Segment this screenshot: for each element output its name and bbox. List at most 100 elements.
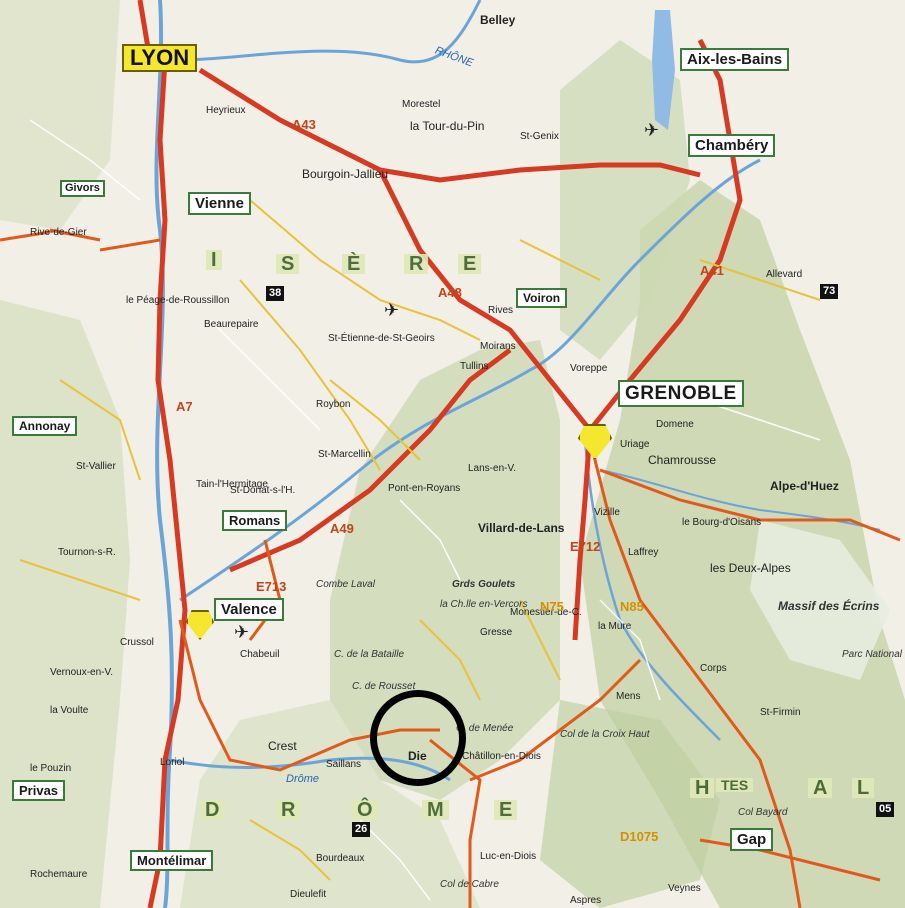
place-massif-ecrins: Massif des Écrins — [778, 599, 880, 613]
dept-letter-drome-5: E — [494, 800, 518, 820]
town-veynes: Veynes — [668, 883, 701, 894]
place-combe-laval: Combe Laval — [316, 579, 375, 590]
route-label-n75: N75 — [540, 599, 564, 614]
city-privas: Privas — [12, 780, 66, 801]
city-voiron: Voiron — [516, 288, 568, 308]
city-gap: Gap — [730, 828, 774, 851]
dept-letter-drome-3: Ô — [352, 800, 378, 820]
route-label-n85: N85 — [620, 599, 644, 614]
town-loriol: Loriol — [160, 757, 185, 768]
place-parc-national: Parc National — [842, 649, 903, 660]
river-rhone — [154, 0, 174, 908]
dept-letter-isere-3: È — [342, 254, 366, 274]
airport-icon: ✈ — [644, 120, 660, 140]
route-label-a49: A49 — [330, 521, 354, 536]
town-chatillon: Châtillon-en-Diois — [462, 751, 541, 762]
town-st-etienne-de-st-geoirs: St-Étienne-de-St-Geoirs — [328, 333, 435, 344]
town-la-voulte: la Voulte — [50, 705, 89, 716]
dept-letter-ha-2: TES — [716, 778, 754, 792]
town-gresse: Gresse — [480, 627, 513, 638]
town-st-vallier: St-Vallier — [76, 461, 116, 472]
town-st-marcellin: St-Marcellin — [318, 449, 371, 460]
town-la-mure: la Mure — [598, 621, 632, 632]
town-villard-de-lans: Villard-de-Lans — [478, 521, 565, 535]
dept-letter-isere-4: R — [404, 254, 429, 274]
dept-letter-drome-1: D — [200, 800, 225, 820]
town-voreppe: Voreppe — [570, 363, 608, 374]
city-valence: Valence — [214, 598, 284, 621]
dept-letter-isere-2: S — [276, 254, 300, 274]
river-rhone-upper — [179, 0, 482, 64]
airport-icon: ✈ — [234, 622, 250, 642]
airport-icon: ✈ — [384, 300, 400, 320]
dept-letter-isere-1: I — [206, 250, 222, 270]
relief-devoluy — [540, 700, 720, 908]
dept-letter-ha-1: H — [690, 778, 715, 798]
town-tullins: Tullins — [460, 361, 489, 372]
town-luc-en-diois: Luc-en-Diois — [480, 851, 537, 862]
town-rochemaure: Rochemaure — [30, 869, 88, 880]
town-corps: Corps — [700, 663, 727, 674]
town-uriage: Uriage — [620, 439, 650, 450]
river-label-drome: Drôme — [286, 773, 320, 785]
town-lans-en-vercors: Lans-en-V. — [468, 463, 516, 474]
town-crussol: Crussol — [120, 637, 154, 648]
town-monestier: Monestier-de-C. — [510, 607, 582, 618]
town-pont-en-royans: Pont-en-Royans — [388, 483, 461, 494]
town-laffrey: Laffrey — [628, 547, 659, 558]
town-vizille: Vizille — [594, 507, 620, 518]
motorway-a41 — [588, 38, 743, 432]
town-aspres: Aspres — [570, 895, 602, 906]
motorway-a43 — [198, 67, 701, 183]
town-tournon: Tournon-s-R. — [58, 547, 116, 558]
relief-lyon-west — [0, 0, 120, 230]
motorway-a7 — [147, 59, 188, 908]
town-st-genix: St-Genix — [520, 131, 559, 142]
town-givors: Givors — [60, 180, 105, 197]
town-belley: Belley — [480, 13, 516, 27]
dept-letter-ha-3: A — [808, 778, 833, 798]
river-isere — [179, 158, 761, 602]
place-la-chapelle-en-vercors: la Ch.lle en-Vercors — [440, 599, 528, 610]
motorway-a49 — [229, 348, 512, 573]
route-label-e713: E713 — [256, 579, 287, 594]
town-allevard: Allevard — [766, 269, 803, 280]
place-col-menee: C. de Menée — [456, 723, 514, 734]
town-roybon: Roybon — [316, 399, 351, 410]
relief-drome-south — [180, 700, 480, 908]
town-alpe-dhuez: Alpe-d'Huez — [770, 479, 839, 493]
relief-ardeche — [0, 300, 130, 908]
route-label-a7: A7 — [176, 399, 193, 414]
dept-number-hautes-alpes: 05 — [876, 802, 895, 817]
town-moirans: Moirans — [480, 341, 516, 352]
town-la-tour-du-pin: la Tour-du-Pin — [410, 119, 485, 133]
place-col-bataille: C. de la Bataille — [334, 649, 405, 660]
city-romans: Romans — [222, 510, 288, 531]
city-annonay: Annonay — [12, 416, 78, 436]
town-chamrousse: Chamrousse — [648, 453, 717, 467]
town-mens: Mens — [616, 691, 641, 702]
town-st-firmin: St-Firmin — [760, 707, 801, 718]
dept-letter-ha-4: L — [852, 778, 875, 798]
town-saillans: Saillans — [326, 759, 362, 770]
city-aix-les-bains: Aix-les-Bains — [680, 48, 790, 71]
motorway-a48 — [377, 168, 592, 432]
town-beaurepaire: Beaurepaire — [204, 319, 259, 330]
snow-ecrins — [750, 520, 890, 680]
lac-du-bourget — [652, 10, 675, 130]
route-label-e712: E712 — [570, 539, 601, 554]
town-chabeuil: Chabeuil — [240, 649, 280, 660]
town-st-donat: St-Donat-s-l'H. — [230, 485, 296, 496]
town-les-deux-alpes: les Deux-Alpes — [710, 561, 791, 575]
town-le-peage: le Péage-de-Roussillon — [126, 295, 230, 306]
place-col-croix-haut: Col de la Croix Haut — [560, 729, 650, 740]
town-crest: Crest — [268, 739, 297, 753]
town-le-pouzin: le Pouzin — [30, 763, 72, 774]
town-domene: Domene — [656, 419, 694, 430]
town-vernoux: Vernoux-en-V. — [50, 667, 114, 678]
highlight-circle-die — [370, 690, 466, 786]
river-romanche — [599, 469, 881, 531]
town-morestel: Morestel — [402, 99, 441, 110]
